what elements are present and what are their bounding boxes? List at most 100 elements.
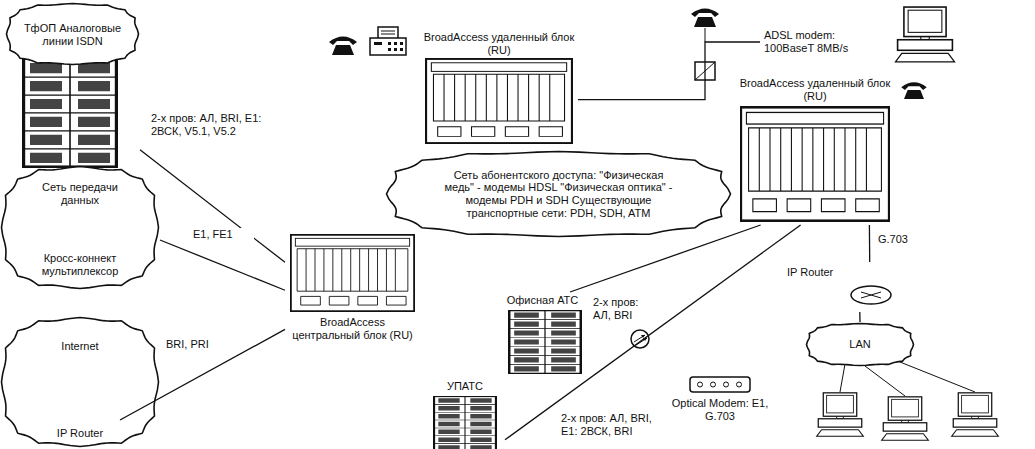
telephone (691, 9, 719, 28)
optical-link-icon (631, 330, 649, 348)
text-area: УПАТС (425, 378, 505, 395)
node-label: IP Router (787, 266, 833, 279)
telephone (901, 82, 926, 99)
office-pbx-cabinet (509, 311, 581, 374)
text-area: ТфОП Аналоговые линии ISDN (15, 10, 130, 60)
cloud-outline (807, 324, 914, 366)
node-label: УПАТС (447, 380, 483, 393)
edge-label: G.703 (877, 233, 924, 246)
remote-unit-rack (741, 107, 889, 220)
edge-label: 2-х пров: АЛ, BRI (592, 296, 656, 321)
node-label: Кросс-коннект мультиплексор (8, 252, 152, 277)
remote-unit: BroadAccess удаленный блок (RU) (735, 75, 895, 225)
text-area: BroadAccess удаленный блок (RU) (735, 75, 895, 105)
text-area: LAN (815, 327, 905, 362)
node-label: Optical Modem: E1, G.703 (665, 397, 775, 422)
computer (952, 393, 999, 436)
upats-pbx: УПАТС (425, 378, 505, 449)
office-pbx-cabinet (509, 311, 581, 374)
optical-modem-icon (724, 382, 729, 387)
computer (817, 393, 864, 436)
optical-modem: Optical Modem: E1, G.703 (665, 372, 775, 425)
connector-line (505, 225, 801, 440)
optical-modem-icon (698, 382, 703, 387)
ip-router: IP Router (785, 262, 895, 312)
node-label: BroadAccess центральный блок (RU) (285, 316, 420, 341)
text-area: Сеть абонентского доступа: "Физическая м… (443, 156, 674, 232)
remote-unit: BroadAccess удаленный блок (RU) (420, 30, 578, 148)
node-label: ТфОП Аналоговые линии ISDN (15, 22, 130, 47)
computer (882, 397, 929, 440)
telephone (329, 37, 357, 56)
text-area: Офисная АТС (495, 292, 590, 309)
cloud-outline (387, 152, 731, 237)
edge-label: BRI, PRI (165, 338, 227, 351)
computer (882, 397, 929, 440)
text-area: IP Router (787, 264, 847, 281)
computer (895, 7, 954, 62)
ip-router: IP Router (40, 402, 120, 442)
remote-unit-rack (741, 107, 889, 220)
central-unit-rack (291, 235, 414, 311)
text-area: ADSL modem: 100BaseT 8MB/s (764, 22, 880, 62)
node-label: Internet (61, 340, 98, 353)
telephone (901, 82, 926, 99)
upats-cabinet (434, 397, 496, 449)
optical-link-icon (631, 330, 649, 348)
node-label: ADSL modem: 100BaseT 8MB/s (764, 29, 880, 54)
cloud-outline (2, 318, 159, 447)
telephone (691, 9, 719, 28)
edge-label: E1, FE1 (192, 228, 254, 241)
access-network-cloud: Сеть абонентского доступа: "Физическая м… (385, 150, 732, 238)
optical-modem-icon (690, 377, 750, 392)
central-unit: BroadAccess центральный блок (RU) (285, 232, 420, 344)
node-label: LAN (849, 338, 870, 351)
node-label: Сеть абонентского доступа: "Физическая м… (443, 169, 674, 220)
computer (817, 393, 864, 436)
fax-machine (370, 27, 406, 55)
router-icon (851, 286, 891, 304)
node-label: BroadAccess удаленный блок (RU) (420, 31, 578, 56)
text-area: BroadAccess удаленный блок (RU) (420, 30, 578, 57)
adsl-modem: ADSL modem: 100BaseT 8MB/s (760, 22, 880, 62)
router-icon (861, 292, 881, 298)
remote-unit-rack (426, 59, 572, 143)
connector-line (120, 329, 285, 420)
text-area: Кросс-коннект мультиплексор (8, 249, 152, 281)
node-label: Офисная АТС (507, 294, 579, 307)
edge-label: 2-х пров: АЛ, BRI, E1: 2ВСК, BRI (560, 412, 668, 437)
pstn-cloud: ТфОП Аналоговые линии ISDN (5, 2, 140, 170)
node-label: IP Router (57, 427, 103, 440)
internet-cloud: Internet IP Router (0, 316, 160, 448)
computer (952, 393, 999, 436)
optical-modem-icon (711, 382, 716, 387)
upats-cabinet (434, 397, 496, 449)
text-area: Optical Modem: E1, G.703 (665, 395, 775, 425)
text-area: IP Router (40, 424, 120, 442)
optical-modem-icon (690, 377, 750, 392)
node-label: BroadAccess удаленный блок (RU) (735, 77, 895, 102)
splitter (695, 28, 715, 80)
edge-label: 2-х пров: АЛ, BRI, E1: 2ВСК, V5.1, V5.2 (150, 112, 277, 137)
telephone (329, 37, 357, 56)
cross-connect-label: Кросс-коннект мультиплексор (8, 249, 152, 281)
connector-line (140, 150, 285, 262)
connector-line (160, 240, 285, 290)
node-label: Сеть передачи данных (22, 181, 138, 206)
connector-line (578, 42, 760, 100)
text-area: Сеть передачи данных (22, 179, 138, 209)
optical-modem-icon (737, 382, 742, 387)
central-unit-rack (291, 235, 414, 311)
cloud-outline (7, 4, 139, 65)
connector-line (859, 312, 861, 322)
connector-line (869, 225, 871, 262)
cloud-outline (2, 167, 159, 289)
text-area: Internet (20, 332, 140, 360)
fax-machine (370, 27, 406, 55)
office-pbx: Офисная АТС (495, 292, 590, 375)
remote-unit-rack (426, 59, 572, 143)
optical-link-icon (634, 335, 647, 345)
lan-cloud: LAN (805, 322, 915, 367)
splitter (695, 62, 715, 80)
